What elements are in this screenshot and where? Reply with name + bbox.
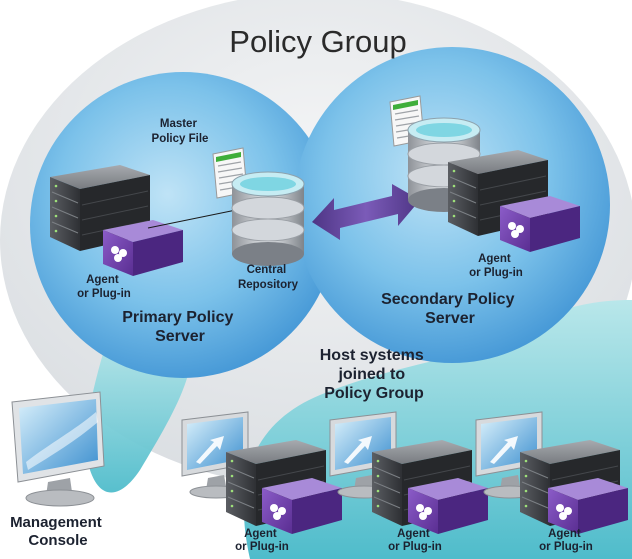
diagram-title: Policy Group [229, 24, 406, 59]
host-system-3: Agent or Plug-in [475, 411, 628, 553]
host-2-agent-label: Agent or Plug-in [388, 528, 442, 553]
management-console-label: Management Console [10, 514, 106, 549]
primary-server-label: Primary Policy Server [122, 309, 238, 345]
central-repository-icon [231, 171, 305, 267]
host-system-2: Agent or Plug-in [329, 411, 488, 553]
master-policy-label: Master Policy File [152, 118, 209, 145]
primary-agent-label: Agent or Plug-in [77, 274, 131, 300]
host-systems-label: Host systems joined to Policy Group [320, 347, 429, 402]
host-3-agent-label: Agent or Plug-in [539, 528, 593, 553]
replication-arrow-icon [312, 184, 420, 240]
primary-link-line [147, 209, 237, 229]
primary-server-circle [30, 72, 336, 378]
central-repository-label: Central Repository [238, 264, 299, 291]
secondary-agent-label: Agent or Plug-in [469, 253, 523, 279]
secondary-server-label: Secondary Policy Server [381, 291, 519, 327]
host-1-agent-label: Agent or Plug-in [235, 528, 289, 553]
host-system-1: Agent or Plug-in [181, 411, 342, 553]
management-console-icon [11, 391, 105, 507]
